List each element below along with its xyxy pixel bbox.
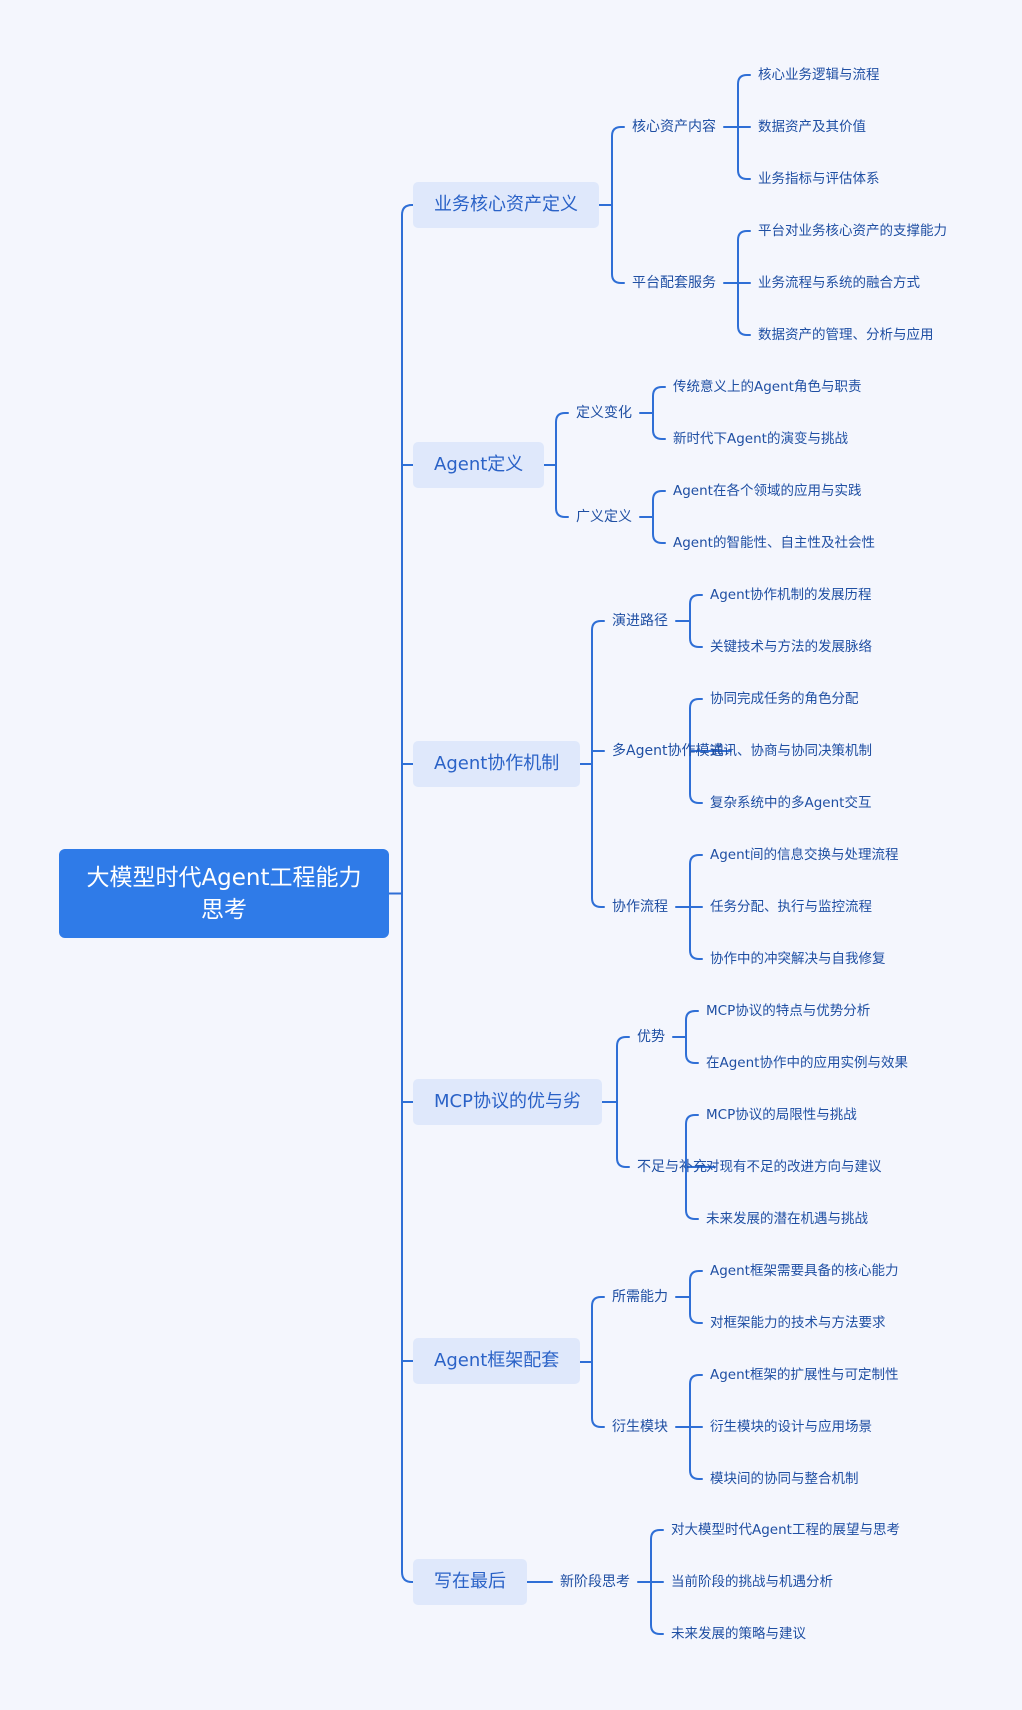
- leaf-topic[interactable]: MCP协议的局限性与挑战: [706, 1107, 857, 1123]
- subtopic[interactable]: 平台配套服务: [632, 275, 716, 291]
- subtopic[interactable]: 协作流程: [612, 899, 668, 915]
- leaf-topic[interactable]: 当前阶段的挑战与机遇分析: [671, 1574, 833, 1590]
- subtopic[interactable]: 所需能力: [612, 1289, 668, 1305]
- leaf-topic[interactable]: Agent的智能性、自主性及社会性: [673, 535, 875, 551]
- branch-topic[interactable]: MCP协议的优与劣: [413, 1079, 602, 1125]
- leaf-topic[interactable]: 通讯、协商与协同决策机制: [710, 743, 872, 759]
- leaf-topic[interactable]: Agent间的信息交换与处理流程: [710, 847, 899, 863]
- branch-topic[interactable]: Agent框架配套: [413, 1338, 581, 1384]
- branch-topic[interactable]: Agent协作机制: [413, 741, 581, 787]
- leaf-topic[interactable]: 平台对业务核心资产的支撑能力: [758, 223, 947, 239]
- subtopic[interactable]: 新阶段思考: [560, 1574, 630, 1590]
- subtopic[interactable]: 广义定义: [576, 509, 632, 525]
- mindmap-root-topic[interactable]: 大模型时代Agent工程能力思考: [59, 849, 389, 938]
- leaf-topic[interactable]: MCP协议的特点与优势分析: [706, 1003, 871, 1019]
- leaf-topic[interactable]: 复杂系统中的多Agent交互: [710, 795, 872, 811]
- leaf-topic[interactable]: 未来发展的潜在机遇与挑战: [706, 1211, 868, 1227]
- subtopic[interactable]: 核心资产内容: [632, 119, 716, 135]
- leaf-topic[interactable]: 数据资产的管理、分析与应用: [758, 327, 934, 343]
- branch-topic[interactable]: 业务核心资产定义: [413, 182, 599, 228]
- branch-topic[interactable]: Agent定义: [413, 442, 545, 488]
- subtopic[interactable]: 定义变化: [576, 405, 632, 421]
- leaf-topic[interactable]: 协作中的冲突解决与自我修复: [710, 951, 886, 967]
- subtopic[interactable]: 衍生模块: [612, 1419, 668, 1435]
- leaf-topic[interactable]: Agent框架需要具备的核心能力: [710, 1263, 899, 1279]
- leaf-topic[interactable]: 对框架能力的技术与方法要求: [710, 1315, 886, 1331]
- leaf-topic[interactable]: 在Agent协作中的应用实例与效果: [706, 1055, 908, 1071]
- subtopic[interactable]: 多Agent协作模式: [612, 743, 724, 759]
- leaf-topic[interactable]: 任务分配、执行与监控流程: [710, 899, 872, 915]
- leaf-topic[interactable]: 未来发展的策略与建议: [671, 1626, 806, 1642]
- leaf-topic[interactable]: 新时代下Agent的演变与挑战: [673, 431, 848, 447]
- leaf-topic[interactable]: 传统意义上的Agent角色与职责: [673, 379, 862, 395]
- leaf-topic[interactable]: Agent在各个领域的应用与实践: [673, 483, 862, 499]
- leaf-topic[interactable]: 对大模型时代Agent工程的展望与思考: [671, 1522, 900, 1538]
- leaf-topic[interactable]: 对现有不足的改进方向与建议: [706, 1159, 882, 1175]
- leaf-topic[interactable]: 业务流程与系统的融合方式: [758, 275, 920, 291]
- leaf-topic[interactable]: 数据资产及其价值: [758, 119, 866, 135]
- subtopic[interactable]: 不足与补充: [637, 1159, 707, 1175]
- leaf-topic[interactable]: 协同完成任务的角色分配: [710, 691, 859, 707]
- leaf-topic[interactable]: 业务指标与评估体系: [758, 171, 880, 187]
- leaf-topic[interactable]: 核心业务逻辑与流程: [758, 67, 880, 83]
- leaf-topic[interactable]: Agent协作机制的发展历程: [710, 587, 872, 603]
- subtopic[interactable]: 优势: [637, 1029, 665, 1045]
- leaf-topic[interactable]: 模块间的协同与整合机制: [710, 1471, 859, 1487]
- subtopic[interactable]: 演进路径: [612, 613, 668, 629]
- leaf-topic[interactable]: Agent框架的扩展性与可定制性: [710, 1367, 899, 1383]
- leaf-topic[interactable]: 关键技术与方法的发展脉络: [710, 639, 872, 655]
- branch-topic[interactable]: 写在最后: [413, 1559, 527, 1605]
- leaf-topic[interactable]: 衍生模块的设计与应用场景: [710, 1419, 872, 1435]
